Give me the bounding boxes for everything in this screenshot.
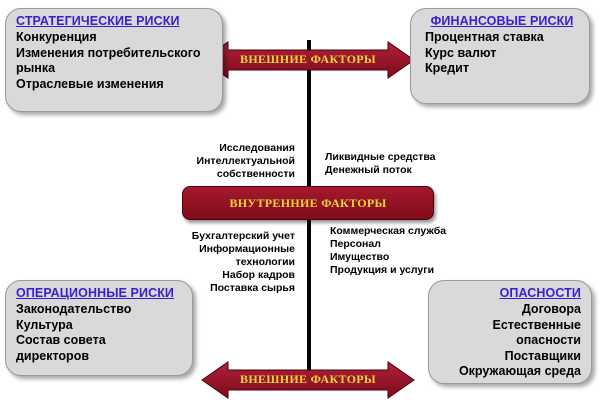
label-line: Исследования — [219, 142, 295, 154]
strategic-item: Изменения потребительского — [16, 45, 201, 60]
internal-factors-label: ВНУТРЕННИЕ ФАКТОРЫ — [229, 196, 387, 210]
label-line: Ликвидные средства — [325, 151, 436, 163]
operational-item: Состав совета — [16, 333, 106, 347]
hazards-item: Окружающая среда — [458, 364, 581, 378]
financial-risks-title: ФИНАНСОВЫЕ РИСКИ — [430, 14, 574, 28]
label-line: Коммерческая служба — [330, 225, 447, 237]
external-factors-arrow-top: ВНЕШНИЕ ФАКТОРЫ — [200, 40, 416, 80]
strategic-risks-box: СТРАТЕГИЧЕСКИЕ РИСКИ Конкуренция Изменен… — [5, 8, 223, 112]
label-line: Продукция и услуги — [330, 264, 435, 276]
hazards-title: ОПАСНОСТИ — [499, 286, 581, 300]
external-factors-bottom-label: ВНЕШНИЕ ФАКТОРЫ — [240, 372, 376, 386]
hazards-item: Естественные — [492, 317, 581, 332]
lower-right-labels: Коммерческая служба Персонал Имущество П… — [330, 225, 446, 277]
label-line: Денежный поток — [325, 164, 412, 176]
strategic-item: Конкуренция — [16, 30, 97, 44]
financial-item: Кредит — [425, 61, 469, 75]
external-factors-top-label: ВНЕШНИЕ ФАКТОРЫ — [240, 52, 376, 66]
label-line: технологии — [235, 256, 295, 268]
operational-item: Культура — [16, 317, 73, 332]
financial-risks-box: ФИНАНСОВЫЕ РИСКИ Процентная ставка Курс … — [410, 8, 590, 104]
operational-item: Законодательство — [16, 302, 132, 316]
external-factors-arrow-bottom: ВНЕШНИЕ ФАКТОРЫ — [200, 360, 416, 400]
label-line: Информационные — [199, 243, 295, 255]
label-line: Имущество — [330, 251, 390, 263]
label-line: Персонал — [330, 238, 381, 250]
label-line: Набор кадров — [222, 269, 295, 281]
hazards-item: Поставщики — [504, 348, 581, 363]
strategic-risks-title: СТРАТЕГИЧЕСКИЕ РИСКИ — [16, 14, 180, 28]
operational-risks-box: ОПЕРАЦИОННЫЕ РИСКИ Законодательство Куль… — [5, 280, 193, 376]
label-line: собственности — [216, 168, 295, 180]
operational-risks-title: ОПЕРАЦИОННЫЕ РИСКИ — [16, 286, 175, 300]
operational-item: директоров — [16, 348, 90, 363]
strategic-item: Отраслевые изменения — [16, 76, 164, 91]
lower-left-labels: Бухгалтерский учет Информационные технол… — [192, 230, 295, 295]
hazards-item: опасности — [516, 333, 581, 347]
strategic-item: рынка — [16, 61, 56, 75]
upper-right-labels: Ликвидные средства Денежный поток — [325, 151, 435, 177]
financial-item: Процентная ставка — [425, 30, 544, 44]
hazards-box: ОПАСНОСТИ Договора Естественные опасност… — [428, 280, 592, 384]
financial-item: Курс валют — [425, 45, 497, 60]
upper-left-labels: Исследования Интеллектуальной собственно… — [197, 142, 295, 181]
label-line: Бухгалтерский учет — [191, 230, 295, 242]
internal-factors-bar: ВНУТРЕННИЕ ФАКТОРЫ — [182, 186, 434, 220]
double-arrow-icon — [201, 361, 415, 399]
label-line: Интеллектуальной — [196, 155, 295, 167]
hazards-item: Договора — [521, 302, 581, 316]
label-line: Поставка сырья — [210, 282, 295, 294]
